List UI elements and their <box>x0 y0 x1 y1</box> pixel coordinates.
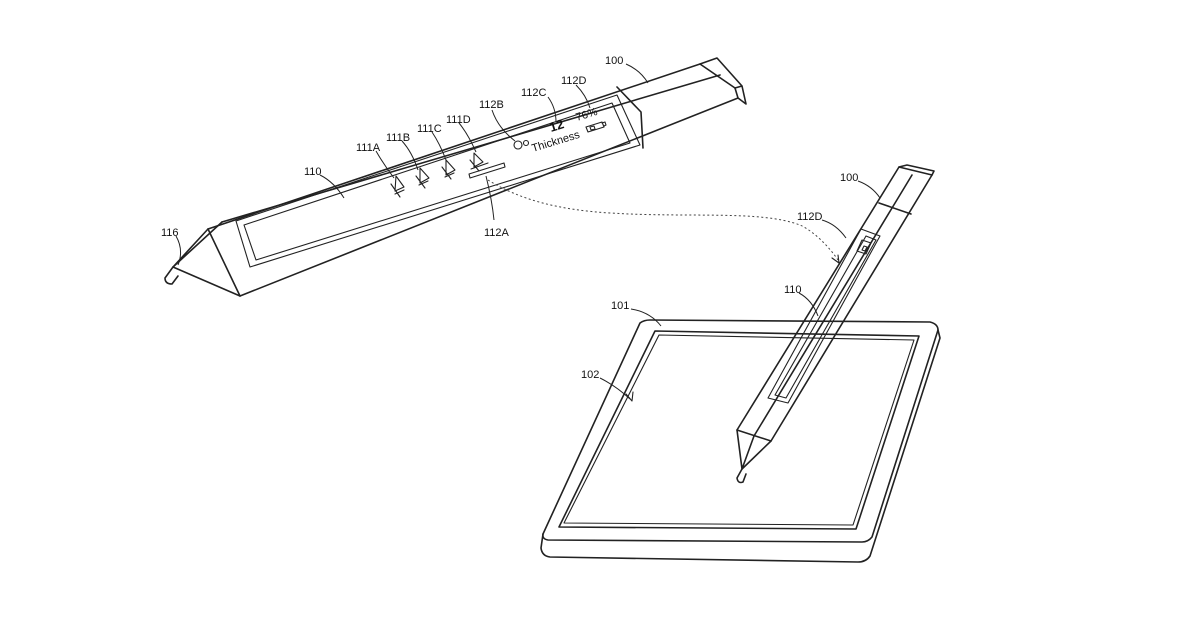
stylus-top-tip-cone <box>172 221 241 297</box>
stylus-top-facet-line <box>221 74 721 223</box>
stylus-top-screen-inner <box>243 102 631 261</box>
label-pen-right: 100 <box>840 172 858 184</box>
stylus-top-tip <box>164 266 179 285</box>
stylus-top-cap-ring <box>616 86 644 149</box>
stylus-right-screen <box>767 228 881 404</box>
pen-stroke-icon <box>441 159 456 180</box>
battery-icon <box>585 121 607 133</box>
label-button-b: 111B <box>386 132 410 144</box>
label-screen-top: 110 <box>304 166 322 178</box>
reference-labels: 100 110 116 111A 111B 111C 111D 112B 112… <box>161 55 858 381</box>
leader-lines <box>175 63 881 402</box>
label-button-a: 111A <box>356 142 381 154</box>
brush-icon <box>469 152 489 172</box>
label-tip-top: 116 <box>161 227 179 239</box>
stylus-right-facet-line <box>753 174 913 437</box>
connection-arrow <box>831 254 840 264</box>
label-pen-top: 100 <box>605 55 623 67</box>
pen-stroke-icon <box>415 167 430 189</box>
label-value: 112C <box>521 87 547 99</box>
label-battery-right: 112D <box>797 211 823 223</box>
tablet-screen-inner <box>563 334 915 526</box>
stylus-top-cap-end <box>699 57 747 105</box>
display-strip <box>468 162 506 179</box>
tablet-top-face <box>542 319 939 543</box>
label-display-strip: 112A <box>484 227 510 239</box>
battery-percent: 76% <box>574 106 599 124</box>
label-tablet: 101 <box>611 300 629 312</box>
label-button-c: 111C <box>417 123 442 135</box>
thickness-icon <box>513 139 530 150</box>
label-button-d: 111D <box>446 114 471 126</box>
battery-icon <box>856 239 872 255</box>
label-icon-thickness: 112B <box>479 99 504 111</box>
stylus-top: Thickness 12 76% <box>164 57 747 297</box>
tablet <box>540 319 941 563</box>
label-screen-right: 110 <box>784 284 802 296</box>
pen-stroke-icon <box>390 175 405 198</box>
stylus-right-tip-cone <box>736 429 772 470</box>
stylus-right-tip <box>736 468 747 484</box>
stylus-top-body <box>207 63 739 297</box>
connection-line <box>487 179 839 261</box>
thickness-value: 12 <box>547 116 565 135</box>
stylus-right-screen-inner <box>774 235 877 399</box>
label-tablet-screen: 102 <box>581 369 599 381</box>
label-battery: 112D <box>561 75 587 87</box>
tablet-side <box>540 329 941 563</box>
stylus-top-screen-outer <box>235 94 641 268</box>
tablet-screen-outer <box>558 330 920 530</box>
stylus-right-cap <box>878 164 935 215</box>
stylus-right <box>736 164 935 484</box>
